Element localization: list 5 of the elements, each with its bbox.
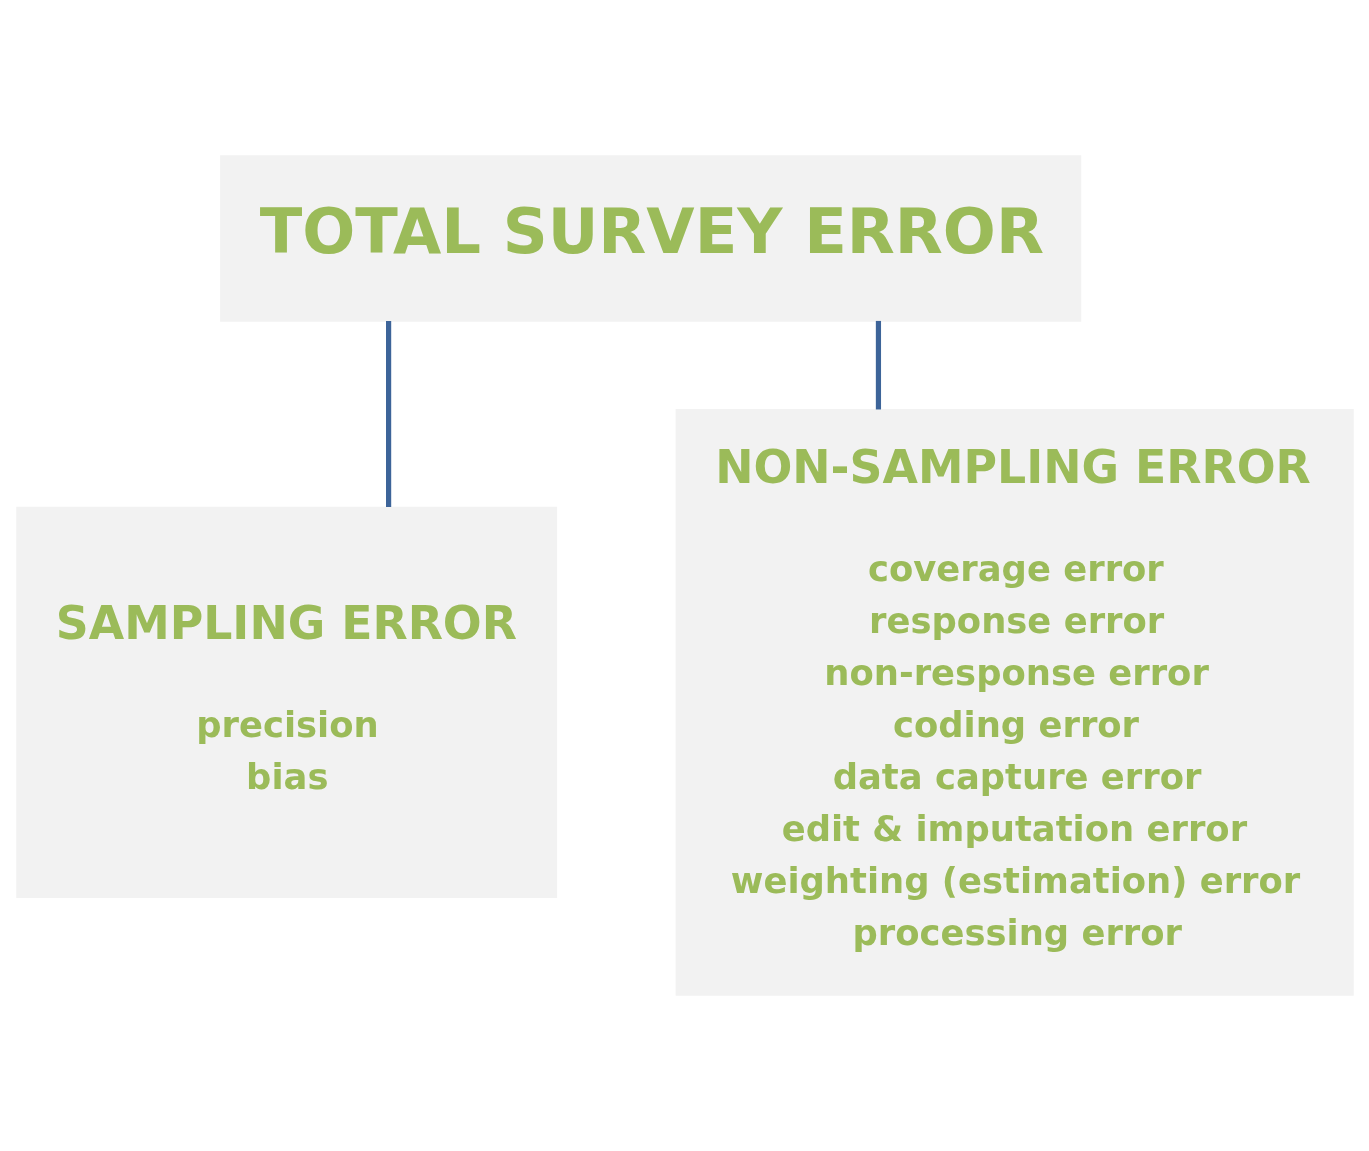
- connector: [875, 320, 881, 410]
- node-box: TOTAL SURVEY ERROR: [219, 155, 1081, 322]
- node-box: SAMPLING ERROR precision bias: [15, 506, 557, 898]
- connector: [385, 320, 391, 508]
- node-box: NON-SAMPLING ERROR coverage error response error non-response error coding error data capture error edit & imputation error weighting (estimation) error processing error: [675, 409, 1354, 996]
